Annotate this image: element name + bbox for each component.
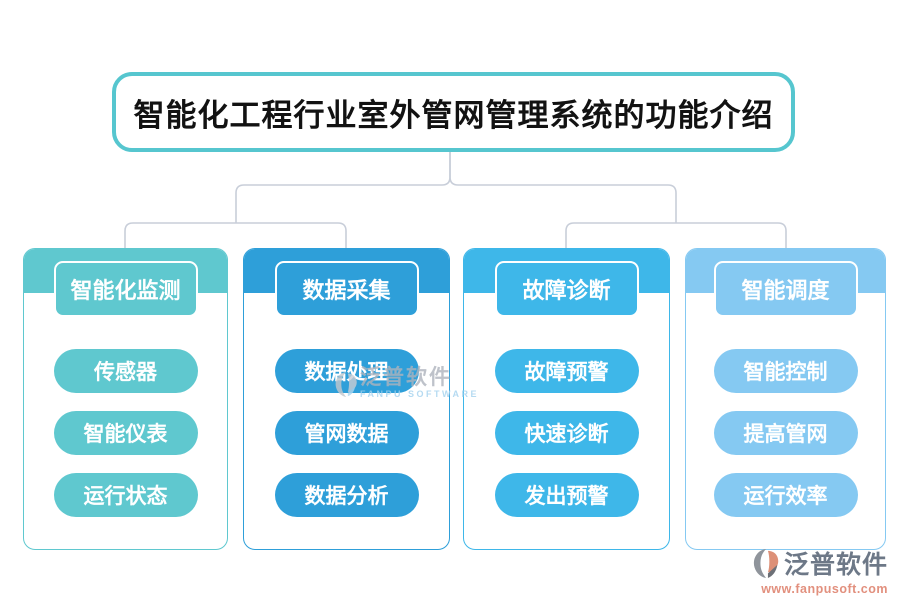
leaf-node-operation-efficiency: 运行效率	[713, 473, 858, 517]
branch-intelligent-monitoring: 智能化监测 传感器 智能仪表 运行状态	[23, 248, 228, 550]
leaf-node-pipe-network-data: 管网数据	[274, 411, 419, 455]
branch-header-data-collection: 数据采集	[274, 261, 419, 317]
leaf-node-quick-diagnosis: 快速诊断	[494, 411, 639, 455]
leaf-node-fault-warning: 故障预警	[494, 349, 639, 393]
branch-header-scheduling: 智能调度	[713, 261, 858, 317]
branch-header-fault-diagnosis: 故障诊断	[494, 261, 639, 317]
fanpu-logo-text: 泛普软件	[783, 550, 888, 579]
fanpu-logo-icon	[753, 548, 779, 578]
leaf-node-intelligent-control: 智能控制	[713, 349, 858, 393]
leaf-node-data-processing: 数据处理	[274, 349, 419, 393]
leaf-node-data-analysis: 数据分析	[274, 473, 419, 517]
leaf-node-issue-alert: 发出预警	[494, 473, 639, 517]
leaf-node-sensor: 传感器	[53, 349, 198, 393]
leaf-node-improve-network: 提高管网	[713, 411, 858, 455]
branch-data-collection: 数据采集 数据处理 管网数据 数据分析	[243, 248, 450, 550]
fanpu-logo: 泛普软件 www.fanpusoft.com	[752, 545, 888, 596]
leaf-node-running-status: 运行状态	[53, 473, 198, 517]
root-title-node: 智能化工程行业室外管网管理系统的功能介绍	[112, 72, 795, 152]
branch-fault-diagnosis: 故障诊断 故障预警 快速诊断 发出预警	[463, 248, 670, 550]
leaf-node-smart-meter: 智能仪表	[53, 411, 198, 455]
branch-intelligent-scheduling: 智能调度 智能控制 提高管网 运行效率	[685, 248, 886, 550]
fanpu-logo-url: www.fanpusoft.com	[761, 582, 888, 596]
branch-header-monitoring: 智能化监测	[53, 261, 198, 317]
